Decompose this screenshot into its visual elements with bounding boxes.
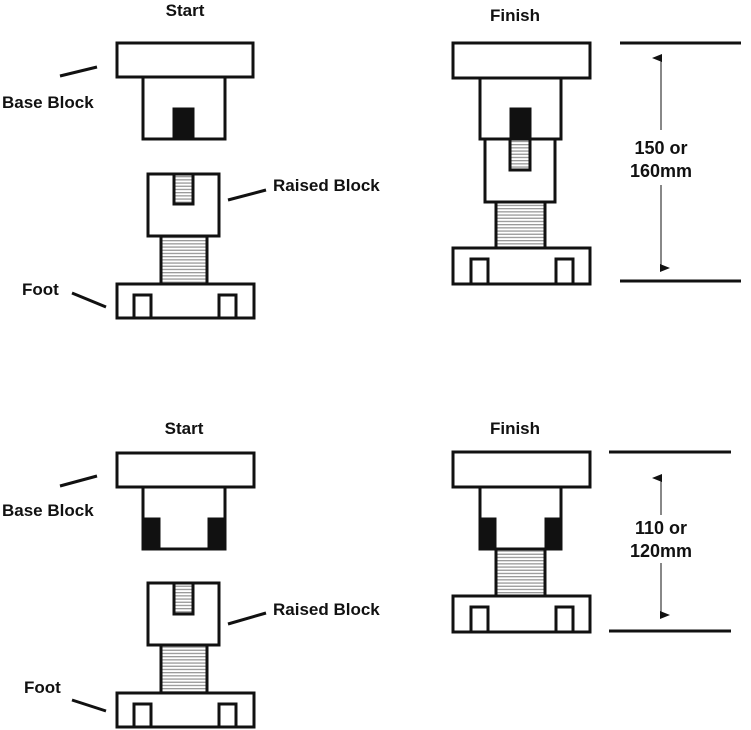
foot-slot [469,605,490,634]
foot-label: Foot [22,280,59,299]
foot-slot [217,702,238,729]
dimension-label-line2: 120mm [630,541,692,561]
bottom-start-assembly: Start Base Block Raised Block Foot [2,419,380,729]
nut-insert-left [479,517,497,550]
top-finish-assembly: Finish 150 or 160mm [451,6,741,286]
foot-slot [554,257,575,286]
top-start-assembly: Start Base Block Raised Block Foot [2,1,380,320]
nut-insert [509,107,532,140]
dimension-label-line1: 150 or [634,138,687,158]
base-block-leader [59,474,98,488]
dimension-label-line1: 110 or [635,518,687,538]
base-plate [115,41,255,79]
nut-insert-right [207,517,226,550]
nut-insert-right [544,517,562,550]
foot-slot [554,605,575,634]
internal-thread [172,172,195,206]
base-block-label: Base Block [2,501,94,520]
raised-block-leader [227,188,267,202]
base-block-label: Base Block [2,93,94,112]
foot-label: Foot [24,678,61,697]
internal-thread [172,581,195,616]
foot-leader [71,291,107,309]
base-plate [115,451,256,489]
foot-slot [217,293,238,320]
top-start-title: Start [166,1,205,20]
dimension-label-line2: 160mm [630,161,692,181]
bottom-finish-title: Finish [490,419,540,438]
bottom-start-title: Start [165,419,204,438]
nut-insert [172,107,195,140]
raised-block-label: Raised Block [273,176,380,195]
foot-slot [469,257,490,286]
internal-thread [508,137,532,172]
threaded-stem [159,643,209,695]
nut-insert-left [142,517,161,550]
foot-leader [71,698,107,713]
raised-block-label: Raised Block [273,600,380,619]
raised-block-leader [227,611,267,626]
base-plate [451,41,592,80]
bottom-finish-assembly: Finish 110 or 120mm [451,419,731,634]
foot-slot [132,293,153,320]
threaded-stem [494,200,547,250]
threaded-stem [494,547,547,598]
base-block-leader [59,65,98,78]
foot-slot [132,702,153,729]
top-finish-title: Finish [490,6,540,25]
threaded-stem [159,234,209,286]
base-plate [451,450,592,489]
